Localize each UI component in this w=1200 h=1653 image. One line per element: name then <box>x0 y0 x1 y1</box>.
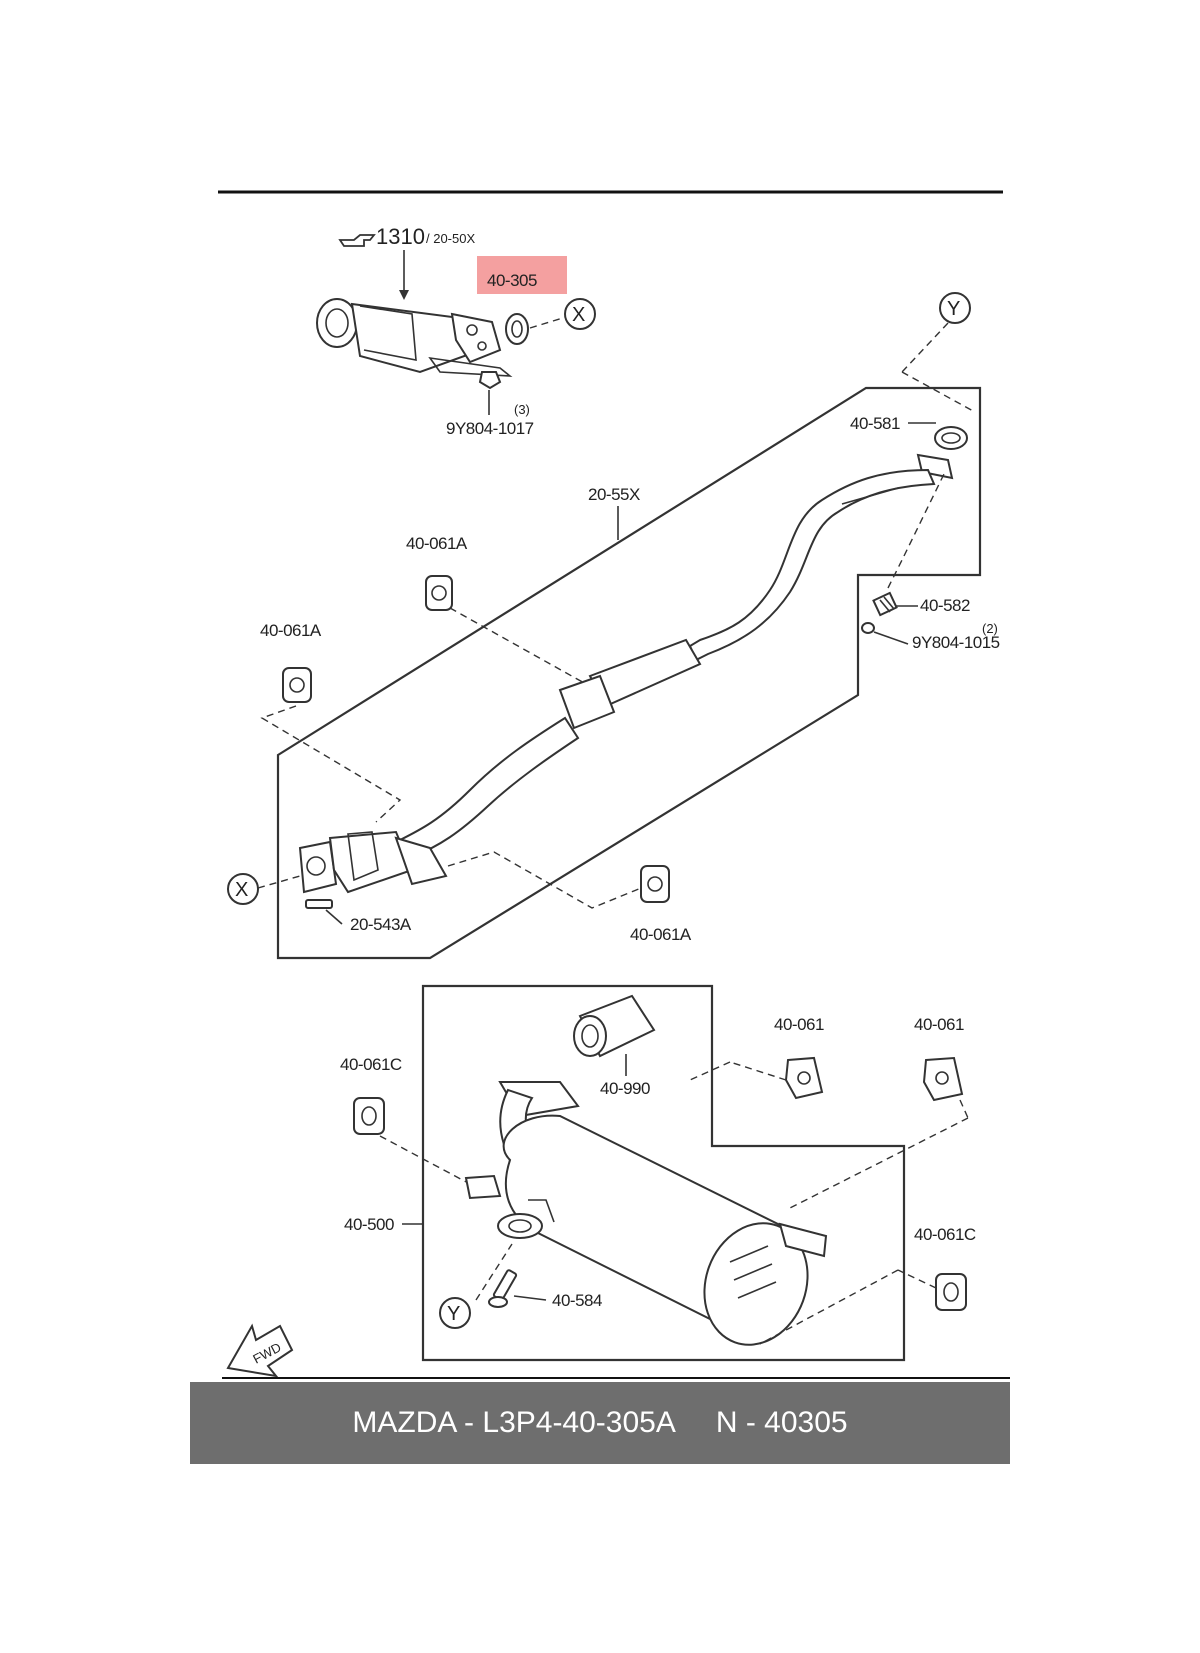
part-label-20-543a: 20-543A <box>350 915 412 934</box>
part-label-40-061a-top: 40-061A <box>406 534 468 553</box>
part-label-40-061a-left: 40-061A <box>260 621 322 640</box>
part-label-9y804-1017: 9Y804-1017 <box>446 419 534 438</box>
ref-x-top: X <box>572 304 585 326</box>
ref-x-mid: X <box>235 879 248 901</box>
part-label-40-582: 40-582 <box>920 596 970 615</box>
muffler-assembly-frame <box>421 984 906 1362</box>
ref-y-bottom: Y <box>447 1303 460 1325</box>
fwd-arrow: FWD <box>226 1323 294 1378</box>
part-label-20-55x: 20-55X <box>588 485 640 504</box>
pipe-assembly-frame <box>276 386 982 960</box>
catalytic-converter <box>316 298 513 377</box>
hanger-40-061-mid <box>784 1056 824 1100</box>
front-pipe-20-55x <box>398 453 954 860</box>
part-label-9y804-1017-qty: (3) <box>514 402 530 417</box>
part-label-40-061a-bottom: 40-061A <box>630 925 692 944</box>
tail-pipe-40-990 <box>573 994 656 1058</box>
bolt-9y804-1015 <box>861 622 909 645</box>
pointing-hand-icon <box>338 234 376 247</box>
gasket-40-581 <box>934 426 968 450</box>
part-label-40-061-right: 40-061 <box>914 1015 964 1034</box>
gasket-20-543a <box>305 899 333 909</box>
hanger-40-061-right <box>922 1056 964 1102</box>
hanger-40-061a-left <box>282 667 312 703</box>
part-label-9y804-1015-qty: (2) <box>982 621 998 636</box>
front-converter-flange <box>298 830 448 894</box>
ref-y-top: Y <box>947 298 960 320</box>
nut-9y804-1017 <box>478 371 502 415</box>
hanger-40-061c-right <box>935 1273 967 1311</box>
hanger-40-061a-bottom <box>640 865 670 903</box>
hanger-40-061c-left <box>353 1097 385 1135</box>
part-label-40-061c-right: 40-061C <box>914 1225 976 1244</box>
part-label-40-581: 40-581 <box>850 414 900 433</box>
part-label-40-305: 40-305 <box>487 271 537 290</box>
caption-part-number: MAZDA - L3P4-40-305A <box>352 1406 676 1439</box>
caption-bar: MAZDA - L3P4-40-305A N - 40305 <box>190 1382 1010 1464</box>
muffler-40-500 <box>464 1081 828 1346</box>
reference-main: 1310 <box>376 224 425 249</box>
part-label-40-061-mid: 40-061 <box>774 1015 824 1034</box>
part-label-40-500: 40-500 <box>344 1215 394 1234</box>
reference-label: 1310 / 20-50X <box>338 224 475 249</box>
caption-diagram-number: N - 40305 <box>715 1406 848 1439</box>
hanger-40-061a-top <box>425 575 453 611</box>
part-label-40-584: 40-584 <box>552 1291 602 1310</box>
part-label-40-990: 40-990 <box>600 1079 650 1098</box>
part-highlight <box>477 256 567 294</box>
part-label-9y804-1015: 9Y804-1015 <box>912 633 1000 652</box>
gasket-40-305 <box>505 313 529 345</box>
spring-40-582 <box>872 591 898 617</box>
part-label-40-061c-left: 40-061C <box>340 1055 402 1074</box>
reference-sub: / 20-50X <box>426 231 475 246</box>
bolt-40-584 <box>488 1269 518 1308</box>
